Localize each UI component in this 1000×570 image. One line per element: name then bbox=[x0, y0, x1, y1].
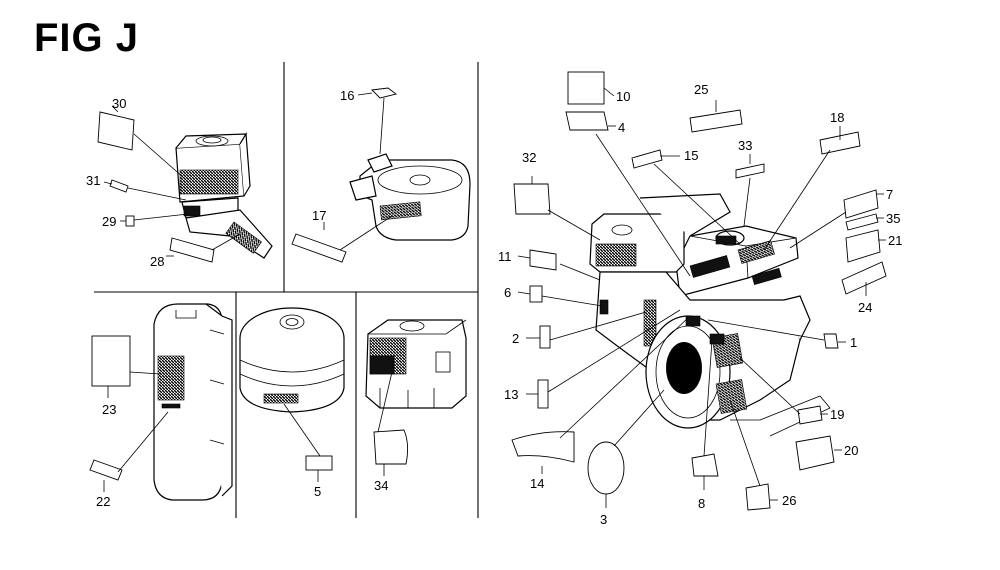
decal-28 bbox=[169, 237, 215, 263]
callout-8: 8 bbox=[698, 496, 705, 511]
callout-24: 24 bbox=[858, 300, 872, 315]
engine bbox=[589, 193, 831, 437]
decal-21 bbox=[845, 229, 881, 263]
decal-35 bbox=[845, 213, 879, 231]
callout-18: 18 bbox=[830, 110, 844, 125]
air-cleaner-c bbox=[89, 303, 233, 501]
air-cleaner-a bbox=[97, 105, 273, 263]
decal-24 bbox=[841, 261, 887, 295]
decal-23 bbox=[91, 335, 131, 387]
callout-16: 16 bbox=[340, 88, 354, 103]
decal-26 bbox=[745, 483, 771, 511]
callout-29: 29 bbox=[102, 214, 116, 229]
decal-5 bbox=[305, 455, 333, 471]
decal-13 bbox=[537, 379, 549, 409]
callout-1: 1 bbox=[850, 335, 857, 350]
air-cleaner-b bbox=[291, 87, 471, 263]
decal-8 bbox=[691, 453, 719, 477]
panel-dividers bbox=[94, 62, 479, 518]
callout-4: 4 bbox=[618, 120, 625, 135]
decal-10 bbox=[567, 71, 605, 105]
callout-22: 22 bbox=[96, 494, 110, 509]
engine-decals bbox=[511, 71, 887, 511]
callout-labels: 30 31 29 28 16 17 23 22 5 34 10 4 25 15 … bbox=[86, 82, 902, 527]
decal-18 bbox=[819, 131, 861, 155]
decal-25 bbox=[689, 109, 743, 133]
callout-19: 19 bbox=[830, 407, 844, 422]
decal-17 bbox=[291, 233, 347, 263]
callout-26: 26 bbox=[782, 493, 796, 508]
callout-25: 25 bbox=[694, 82, 708, 97]
callout-6: 6 bbox=[504, 285, 511, 300]
air-cleaner-d bbox=[239, 307, 345, 482]
callout-32: 32 bbox=[522, 150, 536, 165]
decal-2 bbox=[539, 325, 551, 349]
callout-14: 14 bbox=[530, 476, 544, 491]
callout-20: 20 bbox=[844, 443, 858, 458]
decal-20 bbox=[795, 435, 835, 471]
decal-22 bbox=[89, 459, 123, 481]
decal-33 bbox=[735, 163, 765, 179]
leader-lines bbox=[517, 87, 886, 508]
decal-3 bbox=[587, 441, 625, 495]
decal-30 bbox=[97, 111, 135, 151]
air-cleaner-e bbox=[365, 319, 467, 476]
callout-11: 11 bbox=[498, 249, 512, 264]
decal-15 bbox=[631, 149, 663, 169]
callout-2: 2 bbox=[512, 331, 519, 346]
callout-10: 10 bbox=[616, 89, 630, 104]
figure-title: FIG J bbox=[34, 16, 140, 60]
callout-15: 15 bbox=[684, 148, 698, 163]
callout-28: 28 bbox=[150, 254, 164, 269]
callout-3: 3 bbox=[600, 512, 607, 527]
callout-35: 35 bbox=[886, 211, 900, 226]
callout-23: 23 bbox=[102, 402, 116, 417]
callout-5: 5 bbox=[314, 484, 321, 499]
callout-30: 30 bbox=[112, 96, 126, 111]
callout-7: 7 bbox=[886, 187, 893, 202]
decal-14 bbox=[511, 431, 575, 463]
decal-19 bbox=[797, 405, 823, 425]
decal-6 bbox=[529, 285, 543, 303]
callout-13: 13 bbox=[504, 387, 518, 402]
decal-31 bbox=[109, 179, 129, 193]
decal-16 bbox=[371, 87, 398, 99]
callout-21: 21 bbox=[888, 233, 902, 248]
decal-7 bbox=[843, 189, 879, 219]
decal-29 bbox=[125, 215, 135, 227]
decal-1 bbox=[823, 333, 839, 349]
decal-4 bbox=[565, 111, 609, 131]
callout-17: 17 bbox=[312, 208, 326, 223]
callout-31: 31 bbox=[86, 173, 100, 188]
decal-11 bbox=[529, 249, 557, 271]
decal-34 bbox=[373, 429, 409, 465]
decal-32 bbox=[513, 183, 551, 215]
callout-34: 34 bbox=[374, 478, 388, 493]
callout-33: 33 bbox=[738, 138, 752, 153]
